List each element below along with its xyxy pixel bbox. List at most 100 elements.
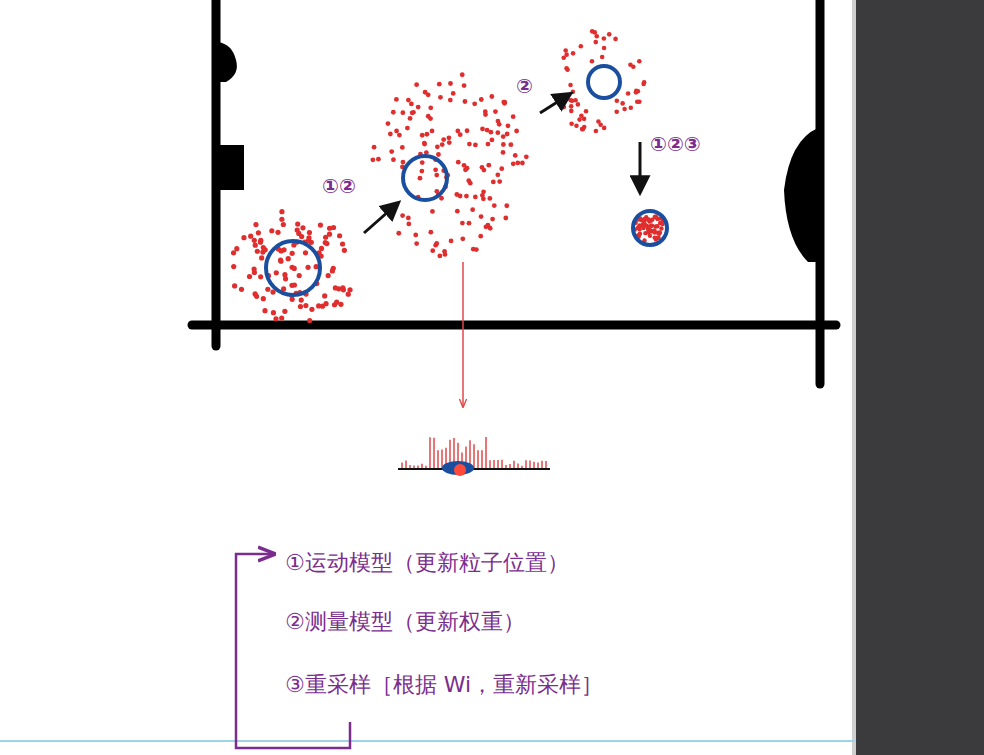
particle [503,216,508,221]
particle [434,241,439,246]
particle [634,89,639,94]
particle [473,143,478,148]
particle [295,222,300,227]
particle [323,301,328,306]
particle [643,222,647,226]
particle [447,140,452,145]
particle [273,316,278,321]
particle [571,51,576,56]
particle [279,217,284,222]
particle [347,287,352,292]
particle [480,127,485,132]
particle [460,72,465,77]
particle [484,224,489,229]
particle [400,145,405,150]
leader-arrow [462,262,464,406]
particle [492,203,497,208]
particle [642,219,646,223]
particle [316,303,321,308]
particle [594,129,599,134]
particle [497,179,502,184]
weight-spike [545,461,547,468]
particle [253,243,258,248]
bottom-rule [0,740,855,742]
particle [504,203,509,208]
particle [637,225,641,229]
step-text: ③重采样［根据 Wi，重新采样］ [285,672,603,698]
particle [303,303,308,308]
particle [511,114,516,119]
particle [455,209,460,214]
particle [463,99,468,104]
particle [582,117,587,122]
particle [324,241,329,246]
particle [437,82,442,87]
particle [590,59,595,64]
particle [406,98,411,103]
particle [282,309,287,314]
room-walls [192,0,836,384]
particle [620,101,625,106]
weight-distribution [398,437,550,476]
particle [646,217,650,221]
particle [443,252,448,257]
particle [309,307,314,312]
weight-spike [413,466,415,468]
particle [489,94,494,99]
particle [372,145,377,150]
particle [422,141,427,146]
particle [428,105,433,110]
particle [563,48,568,53]
particle [420,160,425,165]
weight-spike [497,460,499,468]
weight-spike [429,437,431,468]
weight-spike [437,450,439,468]
particle [508,142,513,147]
particle [391,157,396,162]
particle [501,134,506,139]
particle [416,105,421,110]
particle [291,242,296,247]
particle [485,128,490,133]
weight-spike [517,463,519,468]
particle [298,304,303,309]
particle [451,91,456,96]
particle [576,102,581,107]
particle [499,166,504,171]
particle [251,266,256,271]
particle [318,223,323,228]
particle [289,283,294,288]
particle [493,109,498,114]
particle [642,80,647,85]
particle [258,240,263,245]
particle [520,161,525,166]
particle [613,37,618,42]
robot-circles [266,66,667,295]
particle [414,241,419,246]
particle [430,209,435,214]
particle [481,168,486,173]
particle [275,230,280,235]
particle [340,241,345,246]
particle [299,297,304,302]
particle [297,273,302,278]
particle [653,215,657,219]
particle [397,133,402,138]
particle [286,256,291,261]
particle [405,126,410,131]
weight-spike [421,464,423,468]
step-number: ② [516,74,533,98]
particle [322,293,327,298]
particle [568,83,573,88]
particle [423,90,428,95]
particle [241,235,246,240]
particle [394,97,399,102]
particle [406,221,411,226]
particle [456,160,461,165]
particle-clouds [231,29,666,323]
particle [247,274,252,279]
particle [278,248,283,253]
weight-spike [405,460,407,468]
weight-spike [477,450,479,468]
